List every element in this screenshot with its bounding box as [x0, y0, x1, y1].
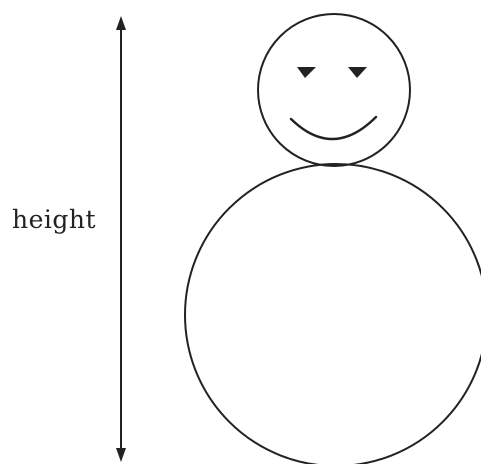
- height-arrow-top-head-icon: [116, 16, 126, 30]
- snowman-head: [257, 13, 411, 167]
- head-circle: [257, 13, 411, 167]
- body-circle: [184, 163, 481, 464]
- smile-mouth: [289, 115, 378, 141]
- right-eye-icon: [348, 67, 367, 78]
- height-dimension-arrow: [116, 16, 126, 462]
- height-label: height: [12, 205, 97, 234]
- left-eye-icon: [297, 67, 316, 78]
- height-arrow-bottom-head-icon: [116, 448, 126, 462]
